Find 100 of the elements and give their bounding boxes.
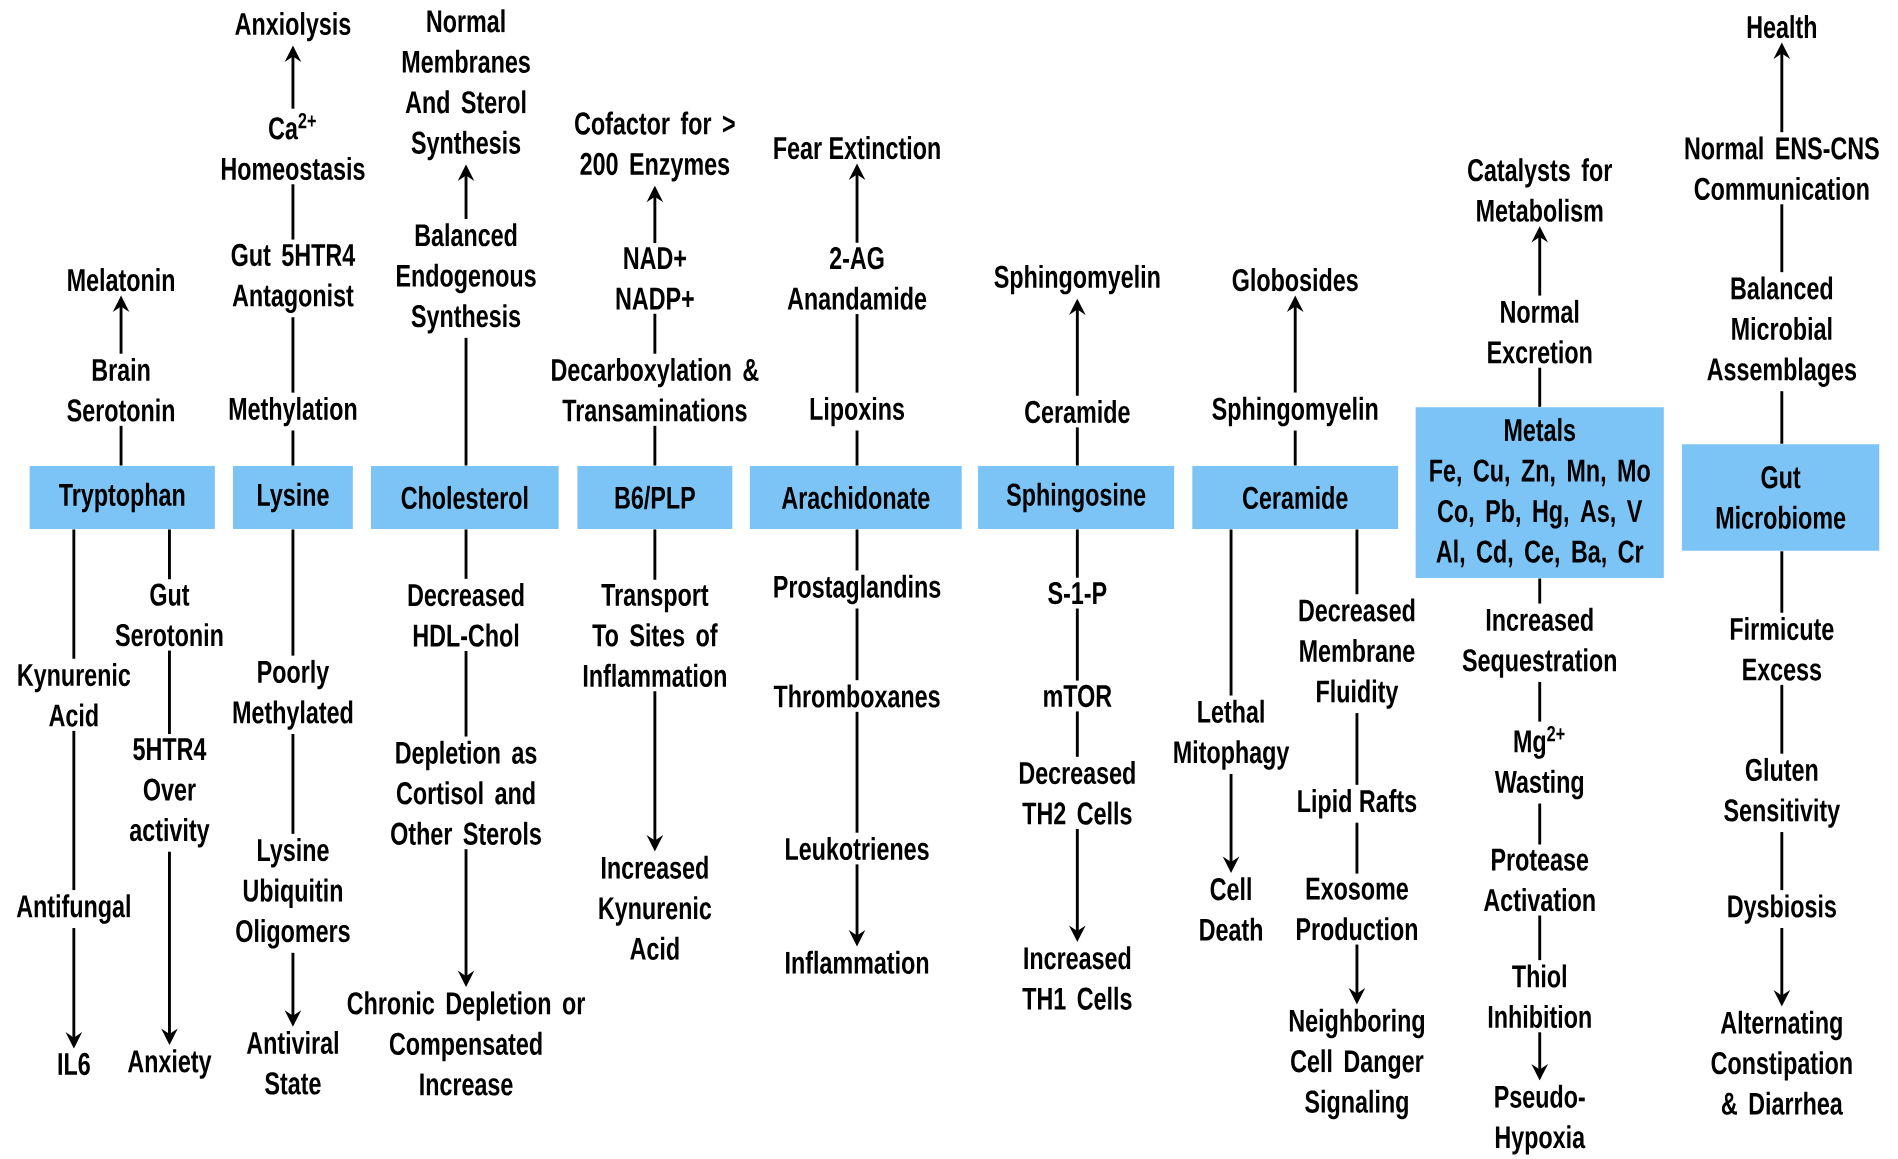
connector-line <box>1075 608 1079 681</box>
pathway-label: Anxiolysis <box>235 11 351 42</box>
pathway-label: Antifungal <box>16 894 130 924</box>
connector-line <box>1355 529 1359 595</box>
pathway-label: Ceramide <box>1025 400 1130 424</box>
connector-line <box>653 529 657 580</box>
pathway-label: Neighboring Cell Danger Signaling <box>1289 1008 1425 1120</box>
pathway-label: Decreased TH2 Cells <box>1019 761 1135 825</box>
connector-line <box>291 184 295 240</box>
connector-line <box>168 650 171 734</box>
pathway-label: Methylation <box>229 396 357 427</box>
pathway-label: Anxiety <box>127 1049 212 1079</box>
metabolite-box: Cholesterol <box>371 466 559 529</box>
connector-line <box>855 608 859 681</box>
connector-line <box>1538 578 1542 604</box>
pathway-label: Poorly Methylated <box>233 659 353 730</box>
connector-line <box>1355 713 1359 785</box>
pathway-label: Kynurenic Acid <box>18 663 131 727</box>
pathway-label: 2-AG Anandamide <box>787 247 927 310</box>
connector-line <box>464 337 468 466</box>
pathway-label: Lysine Ubiquitin Oligomers <box>236 838 350 949</box>
metabolite-box: B6/PLP <box>577 466 733 529</box>
pathway-label: Chronic Depletion or Compensated Increase <box>347 991 585 1096</box>
pathway-label: Inflammation <box>786 950 929 974</box>
connector-line <box>1780 391 1784 444</box>
connector-line <box>72 730 76 891</box>
connector-line <box>72 529 76 659</box>
metabolite-box: Gut Microbiome <box>1681 444 1880 551</box>
pathway-label: Decreased HDL-Chol <box>408 583 524 647</box>
pathway-label: Melatonin <box>68 268 175 292</box>
connector-line <box>1293 430 1297 466</box>
connector-line <box>653 425 657 466</box>
pathway-label: Lipid Rafts <box>1298 789 1417 819</box>
pathway-label: Balanced Microbial Assemblages <box>1707 276 1857 387</box>
connector-line <box>1780 684 1784 754</box>
metabolite-box: Lysine <box>233 466 353 529</box>
pathway-label: Sphingomyelin <box>1212 396 1378 427</box>
pathway-label: Lethal Mitophagy <box>1174 699 1290 770</box>
connector-line <box>1075 529 1079 578</box>
pathway-label: Antiviral State <box>246 1031 338 1095</box>
pathway-label: Gluten Sensitivity <box>1724 757 1841 828</box>
connector-line <box>1229 529 1233 696</box>
pathway-label: Pseudo-Hypoxia <box>1495 1084 1586 1155</box>
pathway-label: 5HTR4 Over activity <box>129 738 210 848</box>
connector-line <box>1355 822 1359 874</box>
connector-line <box>855 314 859 393</box>
connector-line <box>653 313 657 354</box>
pathway-label: Thiol Inhibition <box>1488 964 1591 1029</box>
pathway-label: Balanced Endogenous Synthesis <box>397 223 536 334</box>
connector-line <box>464 651 468 737</box>
metabolite-box: Sphingosine <box>978 466 1175 529</box>
pathway-label: Increased Kynurenic Acid <box>599 855 712 960</box>
pathway-label: Brain Serotonin <box>67 357 175 422</box>
pathway-label: Increased TH1 Cells <box>1022 946 1132 1010</box>
pathway-label: Globosides <box>1232 268 1358 292</box>
pathway-label: Firmicute Excess <box>1730 617 1834 681</box>
pathway-label: S-1-P <box>1048 581 1107 605</box>
pathway-label: Exosome Production <box>1297 877 1418 941</box>
pathway-label: Increased Sequestration <box>1462 607 1616 678</box>
pathway-label: Cofactor for > 200 Enzymes <box>575 111 735 182</box>
connector-line <box>1075 711 1079 757</box>
pathway-label: Catalysts for Metabolism <box>1468 158 1612 222</box>
connector-line <box>291 734 295 834</box>
connector-line <box>855 430 859 466</box>
connector-line <box>855 529 859 571</box>
connector-line <box>1780 204 1784 273</box>
connector-line <box>1538 681 1542 722</box>
connector-line <box>168 529 171 580</box>
connector-line <box>291 317 295 393</box>
pathway-label: Dysbiosis <box>1728 894 1836 924</box>
connector-line <box>1780 832 1784 891</box>
connector-line <box>1780 551 1784 613</box>
metabolite-box: Tryptophan <box>29 466 215 529</box>
pathway-label: Health <box>1747 15 1816 39</box>
pathway-label: Gut 5HTR4 Antagonist <box>231 243 356 313</box>
pathway-label: Lipoxins <box>810 396 905 427</box>
connector-line <box>1538 367 1542 407</box>
pathway-label: Decarboxylation & Transaminations <box>552 357 759 422</box>
pathway-label: Protease Activation <box>1483 848 1595 912</box>
pathway-label: Prostaglandins <box>774 574 941 605</box>
connector-line <box>119 425 123 466</box>
pathway-label: IL6 <box>58 1052 90 1076</box>
pathway-label: Alternating Constipation & Diarrhea <box>1711 1010 1852 1115</box>
connector-line <box>1538 803 1542 845</box>
pathway-label: Normal Membranes And Sterol Synthesis <box>402 9 530 161</box>
metabolite-box: Ceramide <box>1192 466 1399 529</box>
pathway-label: Sphingomyelin <box>994 264 1160 295</box>
connector-line <box>855 711 859 833</box>
pathway-label: Fear Extinction <box>774 136 940 160</box>
pathway-label: Leukotrienes <box>786 837 929 861</box>
pathway-label: Gut Serotonin <box>115 583 223 647</box>
pathway-label: Decreased Membrane Fluidity <box>1299 598 1415 709</box>
pathway-label: Thromboxanes <box>773 684 940 708</box>
pathway-label: Normal Excretion <box>1488 299 1592 364</box>
connector-line <box>464 529 468 579</box>
pathway-label: NAD+ NADP+ <box>616 247 694 310</box>
connector-line <box>291 529 295 656</box>
pathway-label: Normal ENS-CNS Communication <box>1685 136 1879 201</box>
pathway-label: Depletion as Cortisol and Other Sterols <box>391 740 541 845</box>
pathway-label: Ca$^{2+}$ Homeostasis <box>221 112 365 180</box>
